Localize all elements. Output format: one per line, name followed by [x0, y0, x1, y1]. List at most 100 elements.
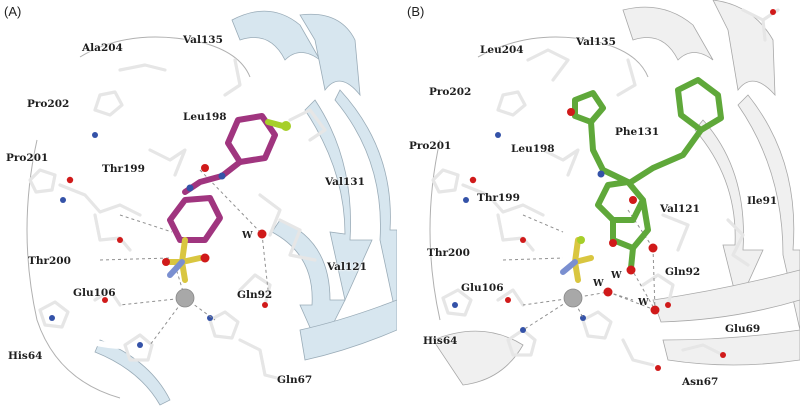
residue-label-thr199: Thr199 — [477, 192, 520, 204]
nitrogen-atom — [463, 197, 469, 203]
oxygen-atom — [720, 352, 726, 358]
loop-outline — [26, 139, 121, 399]
h-bond — [119, 297, 186, 306]
amide-chain — [588, 119, 631, 185]
oxygen-atom — [609, 239, 617, 247]
leu204-stick — [526, 48, 570, 82]
ligand-b-atoms — [560, 108, 637, 283]
backbone-outline — [429, 36, 649, 321]
loop-outline — [477, 36, 649, 78]
coil-ribbon — [432, 330, 524, 386]
oxygen-atom — [66, 176, 74, 184]
residue-label-phe131: Phe131 — [615, 126, 660, 138]
beta-strand — [737, 94, 800, 331]
panel-a-structure — [26, 10, 397, 406]
residue-label-pro202: Pro202 — [27, 98, 70, 110]
his-ring — [506, 328, 537, 357]
fluorine-atom — [281, 121, 291, 131]
nitrogen-atom — [580, 315, 586, 321]
glu106-stick — [93, 288, 122, 307]
water-molecule — [648, 243, 658, 253]
ala204-stick — [118, 63, 167, 72]
protein-heteroatoms — [49, 132, 268, 348]
residue-label-val121: Val121 — [660, 203, 700, 215]
loop — [430, 137, 446, 323]
residue-label-gln92: Gln92 — [237, 289, 273, 301]
residue-label-leu198: Leu198 — [511, 143, 555, 155]
his64-ring — [441, 288, 473, 317]
beta-strand — [652, 269, 800, 323]
residue-label-asn67: Asn67 — [682, 376, 719, 388]
h-bond — [119, 214, 173, 233]
h-bond — [99, 257, 171, 261]
sulfonamide-n-bond — [167, 259, 185, 278]
ile91-stick — [726, 218, 750, 267]
gln67-stick — [238, 338, 287, 382]
zinc-ion — [175, 288, 195, 308]
his-ring — [208, 310, 240, 340]
protein-ribbon — [432, 0, 800, 386]
loop — [27, 137, 123, 398]
h-bond — [652, 247, 656, 311]
val-stick — [258, 193, 282, 237]
thr199-stick — [58, 183, 142, 217]
acid-chain — [628, 245, 636, 271]
loop — [57, 327, 143, 349]
helix-ribbon — [712, 0, 776, 97]
loop-outline — [429, 139, 441, 321]
beta-strand — [299, 299, 397, 361]
residue-label-leu198: Leu198 — [183, 111, 227, 123]
panel-a: (A) Ala204 Val135 Pro202 Leu198 Pro201 T… — [0, 0, 397, 411]
residue-label-thr200: Thr200 — [427, 247, 470, 259]
residue-sticks — [28, 58, 327, 382]
residue-label-pro202: Pro202 — [429, 86, 472, 98]
asn67-stick — [621, 338, 655, 367]
water-label: W — [593, 278, 604, 289]
zinc-ion — [563, 288, 583, 308]
bicyclic-core — [595, 179, 651, 251]
oxygen-atom — [626, 265, 636, 275]
gln92-stick — [238, 273, 272, 307]
nitrogen-atom — [597, 170, 605, 178]
residue-label-val135: Val135 — [576, 36, 616, 48]
backbone-outline — [26, 36, 251, 399]
panel-b-label: (B) — [407, 4, 425, 19]
glu106-stick — [496, 288, 525, 307]
panel-b-structure — [429, 0, 800, 386]
nitrogen-atom — [60, 197, 66, 203]
gln92-stick — [641, 273, 675, 307]
water-label: W — [611, 270, 622, 281]
beta-strand — [694, 119, 764, 307]
sulfonamide-n-bond — [560, 259, 578, 275]
oxygen-atom — [200, 253, 210, 263]
residue-label-his64: His64 — [423, 335, 458, 347]
ligand-a-atoms — [162, 119, 291, 283]
thr199-stick — [461, 183, 545, 217]
oxygen-atom — [162, 258, 170, 266]
beta-strand — [334, 89, 397, 321]
residue-label-val121: Val121 — [327, 261, 367, 273]
nitrogen-atom — [186, 184, 194, 192]
residue-label-ile91: Ile91 — [747, 195, 778, 207]
helix-ribbon — [231, 10, 321, 61]
oxygen-atom — [567, 108, 575, 116]
h-bond — [630, 267, 656, 311]
oxygen-atom — [629, 196, 637, 204]
residue-label-thr199: Thr199 — [102, 163, 145, 175]
his-ring — [581, 310, 613, 340]
phenyl-ring — [167, 195, 223, 243]
val131-stick — [288, 108, 327, 142]
oxygen-atom — [102, 297, 108, 303]
oxygen-atom — [665, 302, 671, 308]
fluorine-bond — [265, 119, 286, 129]
fluorine-atom — [577, 236, 585, 244]
residue-label-thr200: Thr200 — [28, 255, 71, 267]
h-bond — [607, 291, 634, 301]
residue-label-leu204: Leu204 — [480, 44, 524, 56]
pro202-ring — [93, 90, 124, 117]
residue-label-val135: Val135 — [183, 34, 223, 46]
val121-stick — [278, 218, 317, 262]
coil-ribbon — [94, 339, 171, 406]
residue-label-glu106: Glu106 — [73, 287, 116, 299]
nitrogen-atom — [137, 342, 143, 348]
